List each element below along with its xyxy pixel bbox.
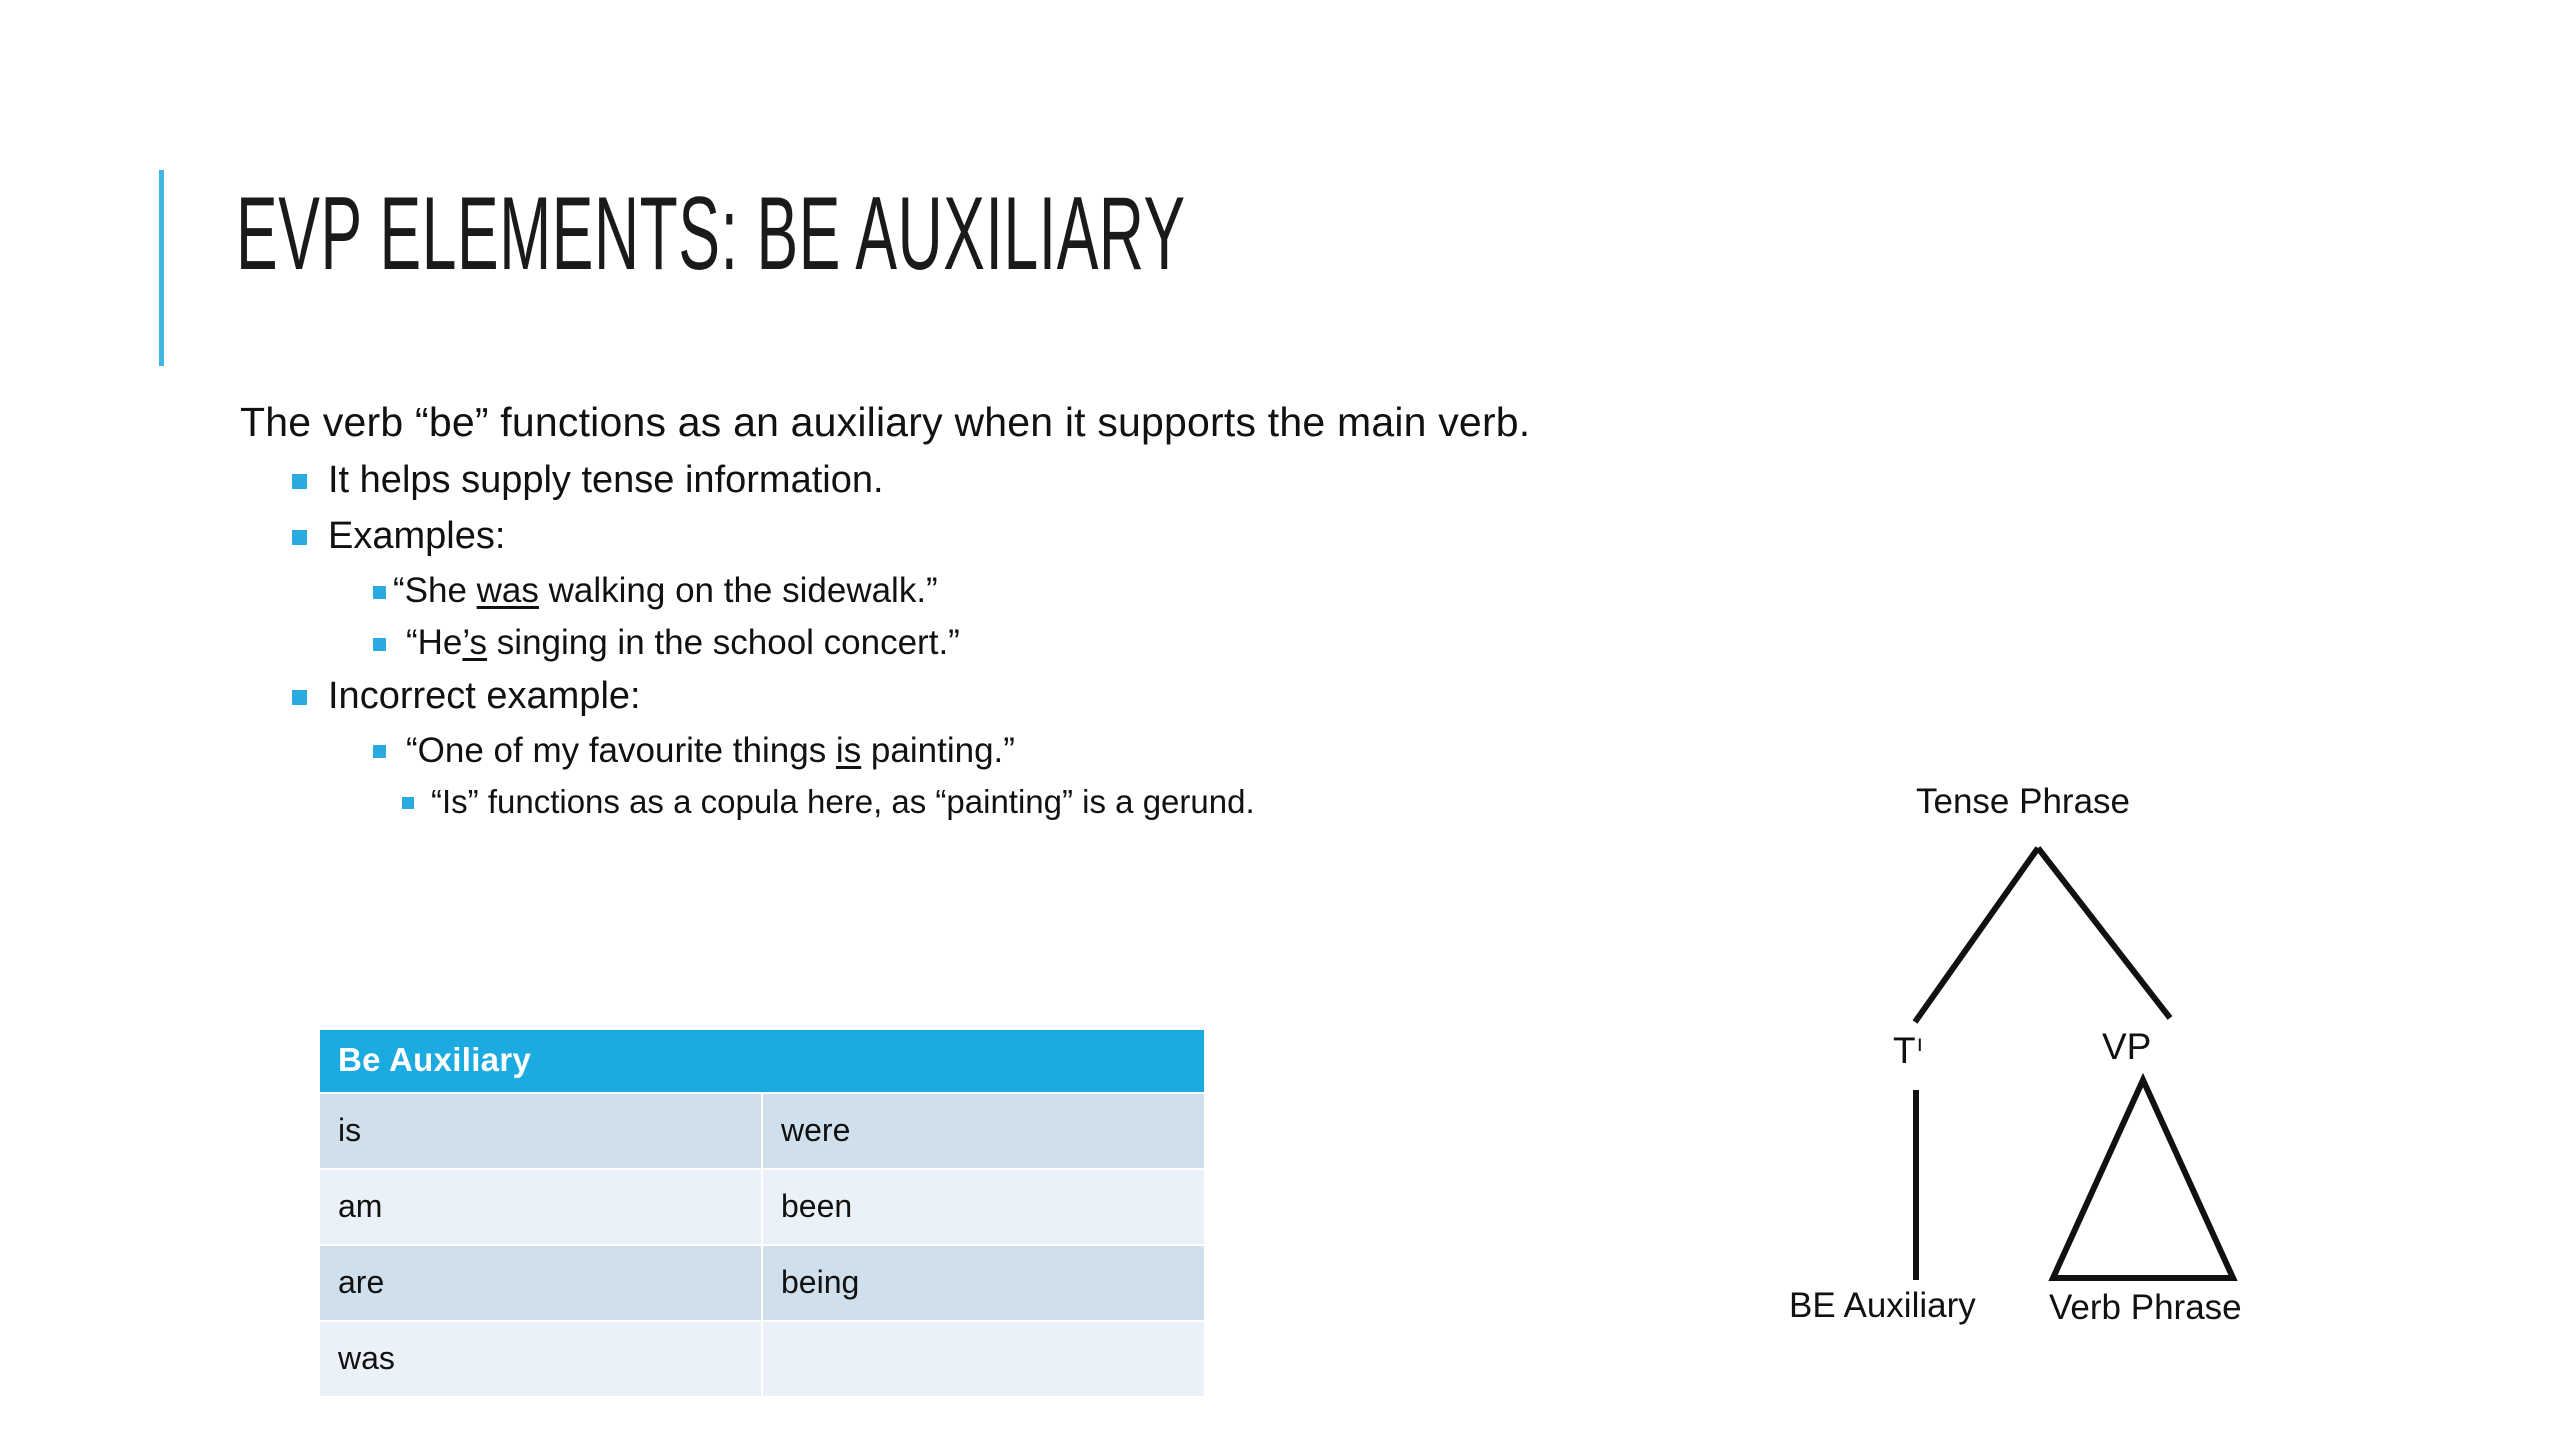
list-item: “Is” functions as a copula here, as “pai… bbox=[402, 784, 1800, 820]
table-head: Be Auxiliary bbox=[320, 1030, 1204, 1092]
be-auxiliary-table: Be Auxiliary is were am been are being w… bbox=[318, 1028, 1206, 1398]
tree-leaf-verb-phrase: Verb Phrase bbox=[2049, 1288, 2242, 1327]
table-header-row: Be Auxiliary bbox=[320, 1030, 1204, 1092]
tree-node-vp: VP bbox=[2102, 1026, 2152, 1067]
table: Be Auxiliary is were am been are being w… bbox=[318, 1028, 1206, 1398]
list-item: “One of my favourite things is painting.… bbox=[373, 732, 1800, 770]
branch-left bbox=[1912, 846, 2041, 1024]
table-row: was bbox=[320, 1322, 1204, 1396]
table-cell: am bbox=[320, 1170, 761, 1244]
table-cell: was bbox=[320, 1322, 761, 1396]
example-sentence-1: “She was walking on the sidewalk.” bbox=[393, 572, 938, 610]
example-2-underlined: ’s bbox=[462, 623, 488, 663]
bullet-square-icon bbox=[373, 745, 386, 759]
tree-lines bbox=[1912, 846, 2238, 1281]
example-3-underlined: is bbox=[835, 730, 862, 770]
table-row: are being bbox=[320, 1246, 1204, 1320]
table-cell: were bbox=[763, 1094, 1204, 1168]
bullet-square-icon bbox=[373, 585, 386, 599]
bullet-square-icon bbox=[292, 689, 307, 705]
table-cell: being bbox=[763, 1246, 1204, 1320]
body-content: The verb “be” functions as an auxiliary … bbox=[240, 400, 1800, 833]
list-item: “She was walking on the sidewalk.” bbox=[373, 572, 1800, 610]
branch-right bbox=[2035, 846, 2173, 1020]
bullet-square-icon bbox=[402, 796, 414, 809]
list-item: Examples: bbox=[292, 516, 1800, 557]
tree-node-t-letter: T bbox=[1893, 1030, 1916, 1071]
page-title: EVP ELEMENTS: BE AUXILIARY bbox=[236, 176, 1186, 292]
table-header-label: Be Auxiliary bbox=[320, 1030, 1204, 1092]
bullet-square-icon bbox=[373, 637, 386, 651]
example-1-post: walking on the sidewalk.” bbox=[538, 571, 938, 611]
list-item: It helps supply tense information. bbox=[292, 460, 1800, 501]
example-sentence-4: “Is” functions as a copula here, as “pai… bbox=[431, 782, 1255, 820]
example-1-underlined: was bbox=[476, 571, 539, 611]
tree-leaf-be-auxiliary: BE Auxiliary bbox=[1789, 1286, 1976, 1325]
example-3-pre: “One of my favourite things bbox=[406, 730, 836, 770]
list-item-label: Examples: bbox=[328, 515, 506, 558]
tree-node-t-prime: Tı bbox=[1893, 1030, 1923, 1072]
example-2-post: singing in the school concert.” bbox=[487, 623, 960, 663]
table-row: is were bbox=[320, 1094, 1204, 1168]
table-cell: is bbox=[320, 1094, 761, 1168]
lead-text: The verb “be” functions as an auxiliary … bbox=[240, 399, 1531, 445]
table-body: is were am been are being was bbox=[320, 1094, 1204, 1396]
prime-mark-icon: ı bbox=[1916, 1030, 1923, 1057]
example-1-pre: “She bbox=[393, 571, 477, 611]
example-sentence-3: “One of my favourite things is painting.… bbox=[406, 732, 1015, 770]
table-cell: been bbox=[763, 1170, 1204, 1244]
verb-phrase-triangle bbox=[2048, 1072, 2238, 1281]
example-2-pre: “He bbox=[406, 623, 463, 663]
bullet-square-icon bbox=[292, 474, 307, 490]
lead-paragraph: The verb “be” functions as an auxiliary … bbox=[240, 399, 1800, 445]
list-item: “He’s singing in the school concert.” bbox=[373, 624, 1800, 662]
table-cell: are bbox=[320, 1246, 761, 1320]
example-3-post: painting.” bbox=[861, 730, 1015, 770]
list-item-label: Incorrect example: bbox=[328, 674, 641, 717]
syntax-tree-diagram: Tense Phrase Tı VP BE Auxiliary Verb Phr… bbox=[1750, 760, 2510, 1400]
table-cell bbox=[763, 1322, 1204, 1396]
list-item: Incorrect example: bbox=[292, 674, 1800, 717]
tree-node-root: Tense Phrase bbox=[1916, 782, 2131, 821]
table-row: am been bbox=[320, 1170, 1204, 1244]
title-accent-bar bbox=[159, 170, 164, 366]
example-sentence-2: “He’s singing in the school concert.” bbox=[406, 624, 960, 662]
bullet-square-icon bbox=[292, 530, 307, 546]
list-item-label: It helps supply tense information. bbox=[328, 459, 884, 502]
